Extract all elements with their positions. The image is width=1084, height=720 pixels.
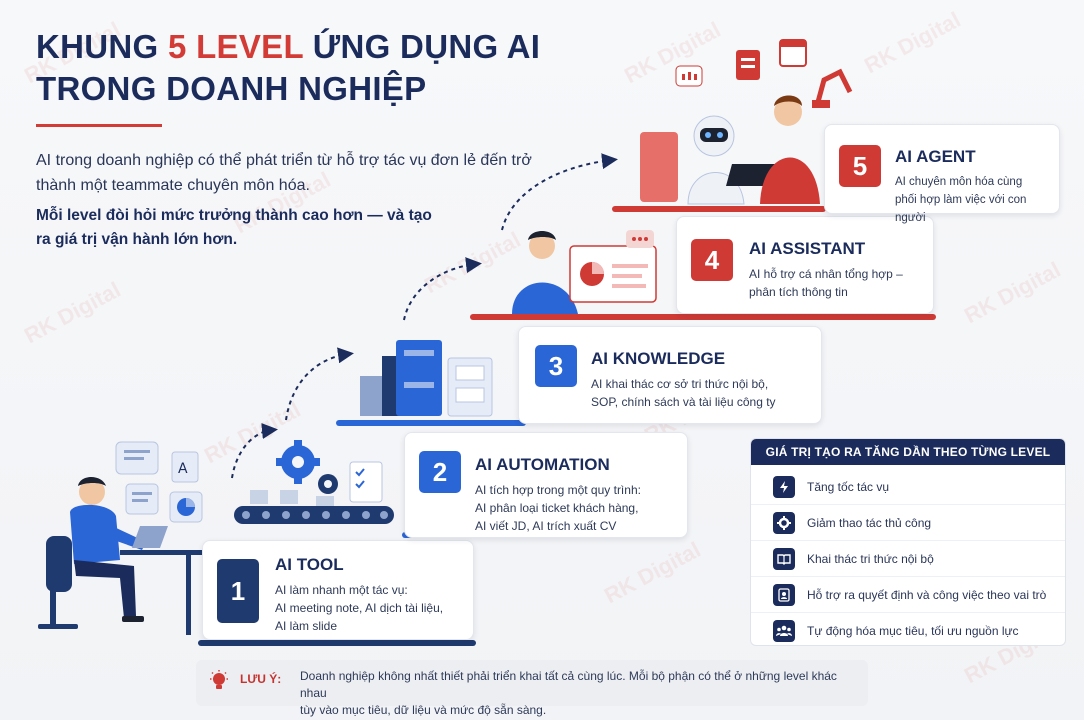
arrow-level4-to-5	[501, 153, 618, 231]
title-line-2: TRONG DOANH NGHIỆP	[36, 70, 427, 107]
value-item-label: Khai thác tri thức nội bộ	[807, 551, 934, 566]
value-item-label: Tự động hóa mục tiêu, tối ưu nguồn lực	[807, 624, 1019, 638]
title-accent: 5 LEVEL	[167, 28, 304, 65]
level-number-badge: 4	[691, 239, 733, 281]
gear-icon	[773, 511, 795, 534]
level-description-line: AI làm nhanh một tác vụ:	[275, 583, 408, 597]
note-text-line: tùy vào mục tiêu, dữ liệu và mức độ sẵn …	[300, 703, 547, 717]
svg-text:A: A	[178, 461, 188, 477]
level-description-line: AI phân loại ticket khách hàng,	[475, 501, 639, 515]
value-item: Tự động hóa mục tiêu, tối ưu nguồn lực	[751, 613, 1065, 645]
intro-emphasis: Mỗi level đòi hỏi mức trưởng thành cao h…	[36, 207, 432, 248]
arrow-level2-to-3	[285, 347, 354, 421]
team-icon	[773, 620, 795, 642]
level-card-2: 2 AI AUTOMATION AI tích hợp trong một qu…	[404, 432, 688, 538]
person-badge-icon	[773, 583, 795, 606]
title-part-1: KHUNG	[36, 28, 168, 65]
value-item-label: Tăng tốc tác vụ	[807, 479, 890, 494]
level-number-badge: 3	[535, 345, 577, 387]
level-description-line: AI hỗ trợ cá nhân tổng hợp –	[749, 267, 903, 281]
note-text: Doanh nghiệp không nhất thiết phải triển…	[300, 668, 860, 719]
lightning-icon	[773, 475, 795, 498]
intro-text: AI trong doanh nghiệp có thể phát triển …	[36, 152, 532, 194]
value-item: Khai thác tri thức nội bộ	[751, 541, 1065, 577]
level-description-line: AI chuyên môn hóa cùng	[895, 176, 1023, 188]
level-description-line: SOP, chính sách và tài liệu công ty	[591, 395, 776, 409]
level-number-badge: 5	[839, 145, 881, 187]
step-bar-level-1	[198, 640, 476, 646]
level-card-5: 5 AI AGENT AI chuyên môn hóa cùng phối h…	[824, 124, 1060, 224]
value-item-label: Hỗ trợ ra quyết định và công việc theo v…	[807, 587, 1047, 602]
book-icon	[773, 547, 795, 570]
level-description: AI khai thác cơ sở tri thức nội bộ, SOP,…	[591, 375, 815, 411]
level-description: AI tích hợp trong một quy trình: AI phân…	[475, 481, 685, 535]
level-title: AI AGENT	[895, 147, 976, 166]
value-panel: GIÁ TRỊ TẠO RA TĂNG DẦN THEO TỪNG LEVEL …	[750, 438, 1066, 646]
value-item: Giảm thao tác thủ công	[751, 505, 1065, 541]
step-bar-level-5	[612, 206, 826, 212]
level-number-badge: 2	[419, 451, 461, 493]
level-description: AI hỗ trợ cá nhân tổng hợp – phân tích t…	[749, 265, 927, 301]
title-underline	[36, 124, 162, 127]
value-panel-heading: GIÁ TRỊ TẠO RA TĂNG DẦN THEO TỪNG LEVEL	[751, 439, 1065, 465]
level-description-line: AI khai thác cơ sở tri thức nội bộ,	[591, 377, 769, 391]
value-item: Hỗ trợ ra quyết định và công việc theo v…	[751, 577, 1065, 613]
level-title: AI ASSISTANT	[749, 239, 866, 258]
illustration-level-2-conveyor	[234, 440, 394, 524]
level-description: AI chuyên môn hóa cùng phối hợp làm việc…	[895, 173, 1057, 227]
level-title: AI AUTOMATION	[475, 455, 610, 474]
level-number-badge: 1	[217, 559, 259, 623]
level-description-line: AI viết JD, AI trích xuất CV	[475, 519, 617, 533]
level-description: AI làm nhanh một tác vụ: AI meeting note…	[275, 581, 465, 635]
lightbulb-icon	[208, 670, 230, 694]
value-item-label: Giảm thao tác thủ công	[807, 515, 932, 530]
level-card-1: 1 AI TOOL AI làm nhanh một tác vụ: AI me…	[202, 540, 474, 640]
level-description-line: phân tích thông tin	[749, 285, 848, 299]
page-title: KHUNG 5 LEVEL ỨNG DỤNG AI TRONG DOANH NG…	[36, 26, 596, 110]
step-bar-level-4	[470, 314, 936, 320]
note-label: LƯU Ý:	[240, 672, 282, 686]
title-part-2: ỨNG DỤNG AI	[303, 28, 541, 65]
level-title: AI TOOL	[275, 555, 344, 574]
illustration-level-4-analyst	[512, 230, 657, 314]
level-card-4: 4 AI ASSISTANT AI hỗ trợ cá nhân tổng hợ…	[676, 216, 934, 314]
step-bar-level-3	[336, 420, 526, 426]
illustration-level-5-robot-human	[640, 39, 853, 205]
note-box: LƯU Ý: Doanh nghiệp không nhất thiết phả…	[196, 660, 868, 717]
level-description-line: AI tích hợp trong một quy trình:	[475, 483, 641, 497]
arrow-level3-to-4	[403, 257, 482, 321]
level-description-line: AI làm slide	[275, 619, 338, 633]
level-card-3: 3 AI KNOWLEDGE AI khai thác cơ sở tri th…	[518, 326, 822, 424]
illustration-level-1-worker: A	[38, 441, 203, 635]
value-item: Tăng tốc tác vụ	[751, 469, 1065, 505]
illustration-level-3-archive	[360, 340, 493, 417]
level-description-line: phối hợp làm việc với con người	[895, 194, 1027, 224]
level-description-line: AI meeting note, AI dịch tài liệu,	[275, 601, 444, 615]
note-text-line: Doanh nghiệp không nhất thiết phải triển…	[300, 669, 837, 700]
level-title: AI KNOWLEDGE	[591, 349, 726, 368]
